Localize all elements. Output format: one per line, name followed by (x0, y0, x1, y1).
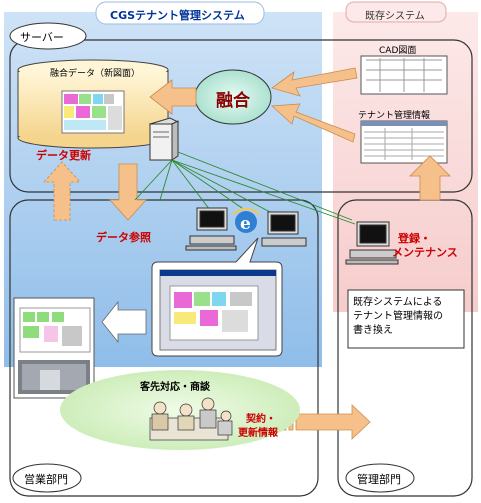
note-box (347, 289, 465, 349)
server-box (9, 39, 473, 193)
server-label: サーバー (20, 31, 64, 44)
fusion-label: 融合 (216, 91, 250, 111)
contract-line1: 契約・ (246, 414, 276, 425)
arrow-tenant-to-fusion (271, 103, 356, 143)
registration-line2: メンテナンス (392, 246, 458, 259)
tenant-info-thumbnail (360, 120, 448, 164)
pc-management (345, 221, 399, 265)
note-line3: 書き換え (353, 325, 393, 336)
arrow-contract (295, 404, 371, 440)
cad-thumbnail (360, 55, 448, 95)
server-icon (148, 117, 180, 161)
sales-dept-label: 営業部門 (24, 473, 68, 486)
customer-label: 客先対応・商談 (140, 382, 210, 393)
contract-line2: 更新情報 (238, 428, 278, 439)
cgs-title-tab (95, 1, 265, 25)
note-text: 既存システムによる テナント管理情報の 書き換え (353, 296, 443, 338)
note-line1: 既存システムによる (353, 297, 443, 308)
mgmt-dept-bubble (345, 463, 415, 493)
registration-line1: 登録・ (398, 232, 431, 245)
browser-icon: e (232, 208, 261, 234)
mgmt-dept-box (337, 199, 473, 497)
network-lines (134, 151, 356, 225)
cad-label: CAD図面 (379, 46, 417, 56)
arrow-data-update (43, 161, 81, 221)
printed-floorplan (13, 297, 95, 399)
note-line2: テナント管理情報の (353, 311, 443, 322)
pc-left (185, 207, 237, 251)
fusion-db-label: 融合データ（新図面） (50, 69, 141, 79)
data-reference-label: データ参照 (96, 231, 151, 244)
sales-dept-bubble (12, 463, 82, 493)
arrow-fusion-to-db (149, 79, 197, 115)
server-bubble (9, 22, 87, 50)
sales-dept-box (9, 199, 319, 497)
screen-bubble (151, 237, 283, 357)
meeting-people (149, 397, 233, 441)
arrow-registration-up (409, 155, 451, 201)
legacy-title-tab (345, 1, 447, 23)
fusion-floorplan (61, 90, 125, 134)
data-update-label: データ更新 (36, 149, 91, 162)
arrow-to-floorplan (101, 300, 147, 344)
mgmt-dept-label: 管理部門 (357, 473, 401, 486)
arrow-cad-to-fusion (271, 67, 358, 97)
tenant-info-label: テナント管理情報 (358, 111, 431, 121)
pc-right (261, 211, 307, 247)
svg-text:e: e (240, 214, 251, 234)
cgs-system-title: CGSテナント管理システム (110, 9, 245, 22)
arrow-data-reference (109, 163, 147, 221)
legacy-system-title: 既存システム (365, 11, 425, 22)
